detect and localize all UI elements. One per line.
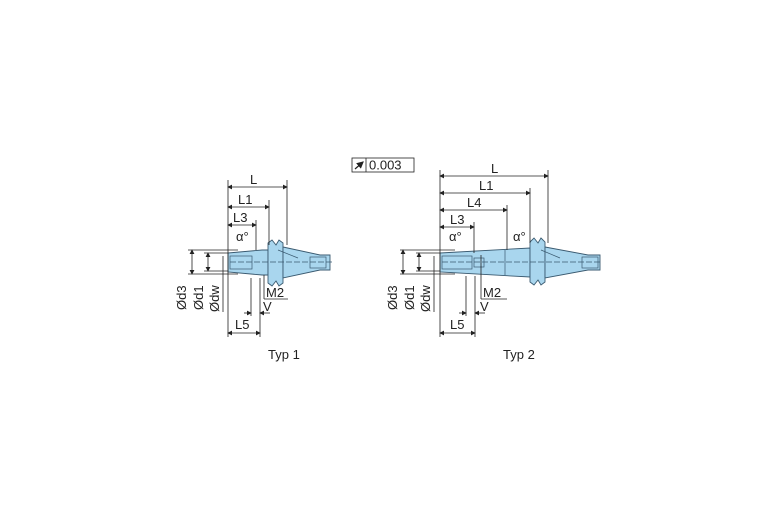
typ2-label-d1: Ød1 xyxy=(402,285,417,310)
typ2-label-M2: M2 xyxy=(483,285,501,300)
typ1-drawing: L L1 L3 α° Ød3 Ød1 Ødw M2 V L5 Typ 1 xyxy=(174,172,332,362)
typ1-label-d1: Ød1 xyxy=(191,285,206,310)
typ2-caption: Typ 2 xyxy=(503,347,535,362)
typ2-label-V: V xyxy=(480,299,489,314)
typ1-label-L: L xyxy=(250,172,257,187)
typ2-label-L5: L5 xyxy=(450,317,464,332)
typ1-label-L3: L3 xyxy=(233,210,247,225)
typ1-label-L1: L1 xyxy=(238,192,252,207)
typ2-label-d3: Ød3 xyxy=(385,285,400,310)
runout-tolerance-box: 0.003 xyxy=(351,158,415,173)
typ2-label-L4: L4 xyxy=(467,195,481,210)
runout-icon xyxy=(354,161,364,170)
typ2-drawing: L L1 L4 L3 α° α° Ød3 Ød1 Ødw M2 V L5 Typ… xyxy=(385,161,602,362)
typ1-tool-body xyxy=(227,239,332,287)
typ2-label-alpha1: α° xyxy=(449,229,462,244)
typ2-label-L3: L3 xyxy=(450,212,464,227)
typ2-label-dw: Ødw xyxy=(418,285,433,312)
tolerance-value: 0.003 xyxy=(369,158,402,173)
typ2-label-L1: L1 xyxy=(479,178,493,193)
typ1-label-dw: Ødw xyxy=(207,285,222,312)
typ1-label-d3: Ød3 xyxy=(174,285,189,310)
typ2-label-L: L xyxy=(491,161,498,176)
typ1-label-M2: M2 xyxy=(266,285,284,300)
typ2-label-alpha2: α° xyxy=(513,229,526,244)
typ2-tool-body xyxy=(439,237,602,286)
typ1-label-V: V xyxy=(263,299,272,314)
typ1-caption: Typ 1 xyxy=(268,347,300,362)
typ1-label-alpha: α° xyxy=(236,229,249,244)
typ1-label-L5: L5 xyxy=(235,317,249,332)
